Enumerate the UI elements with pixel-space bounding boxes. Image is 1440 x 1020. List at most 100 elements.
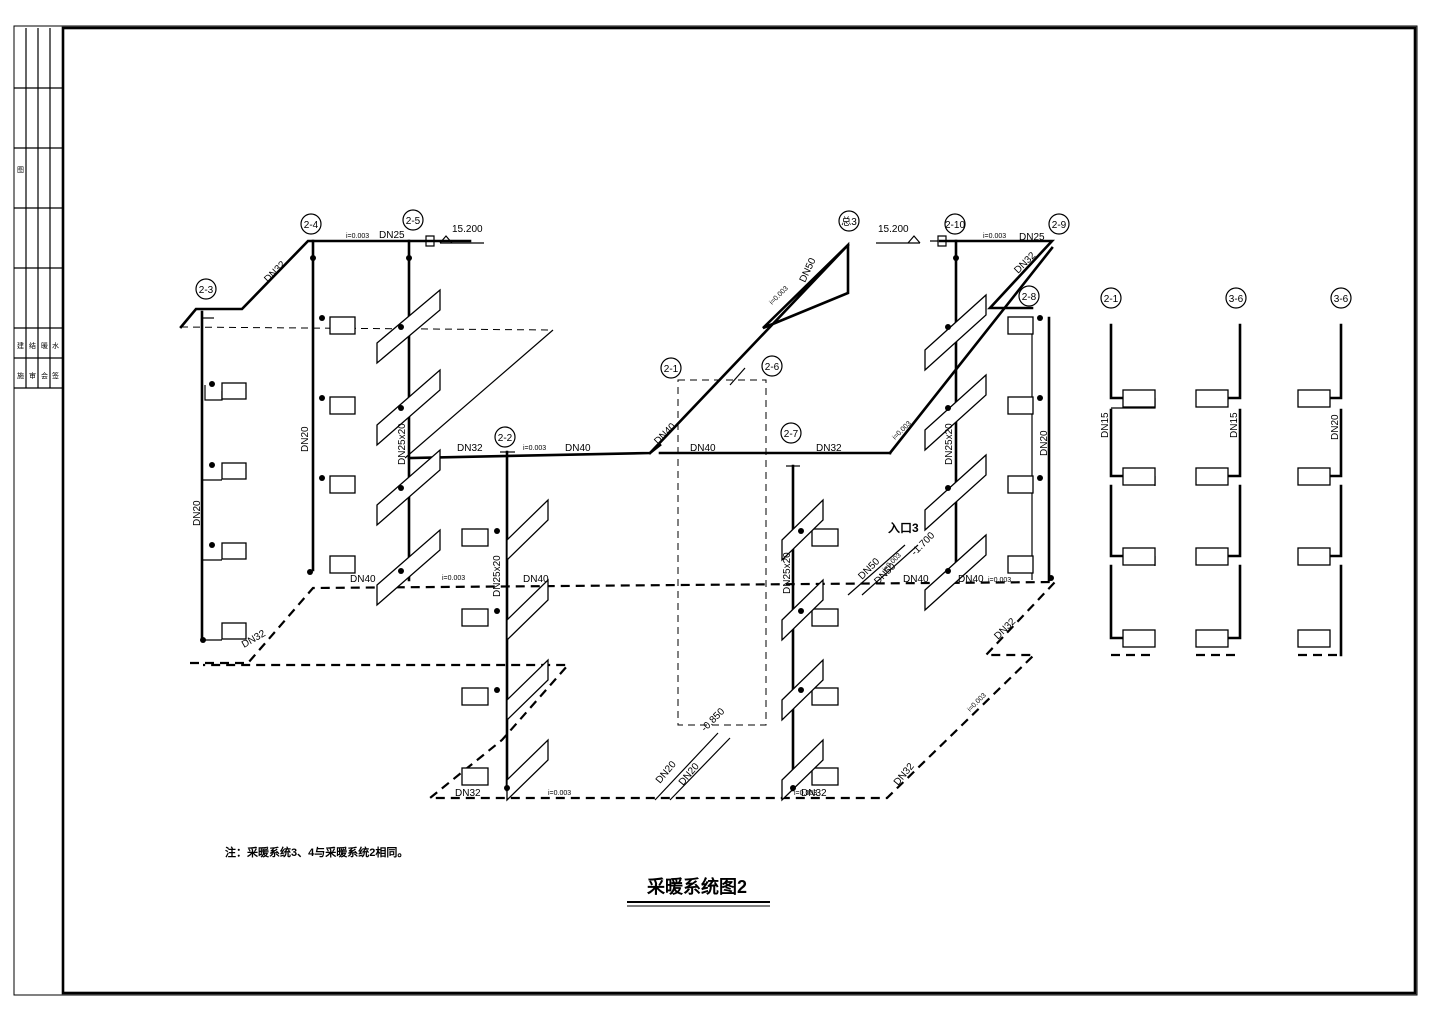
- pipe-size: DN25: [1019, 232, 1045, 243]
- riser-label: 2-7: [784, 429, 799, 440]
- radiator: [1007, 475, 1034, 494]
- drawing-title: 采暖系统图2: [646, 876, 747, 897]
- elevation-label: 15.200: [452, 224, 483, 235]
- pipe-size: DN25x20: [397, 423, 408, 465]
- pipe-size: DN40: [523, 574, 549, 585]
- riser-tag: [1048, 213, 1070, 235]
- riser-tag: [300, 213, 322, 235]
- radiator: [1007, 396, 1034, 415]
- riser-tag: [402, 209, 424, 231]
- title-block: 图 建 结 暖 水 施 审 会 签: [14, 28, 63, 389]
- radiator: [221, 542, 247, 560]
- radiator: [1195, 389, 1229, 408]
- radiator: [1122, 389, 1156, 408]
- title-block-cell: 结: [29, 341, 36, 350]
- riser-label: 2-8: [1022, 292, 1037, 303]
- radiator: [329, 316, 356, 335]
- riser-tag: [1100, 287, 1122, 309]
- riser-tag: [780, 422, 802, 444]
- radiator: [461, 687, 489, 706]
- slope-label: i=0.003: [794, 790, 817, 797]
- radiator: [1122, 547, 1156, 566]
- pipe-size: DN20: [677, 761, 702, 788]
- radiator: [1297, 547, 1331, 566]
- radiator: [329, 555, 356, 574]
- slope-label: i=0.003: [442, 575, 465, 582]
- slope-label: i=0.003: [346, 233, 369, 240]
- slope-label: i=0.003: [548, 790, 571, 797]
- radiator: [1297, 629, 1331, 648]
- pipe-size: DN25x20: [782, 552, 793, 594]
- radiator: [461, 767, 489, 786]
- riser-tag: [1018, 285, 1040, 307]
- inlet-label: 入口3: [888, 521, 919, 535]
- pipe-size: DN20: [1330, 414, 1341, 440]
- pipe-size: DN25: [379, 230, 405, 241]
- riser-label: 2-4: [304, 220, 319, 231]
- radiator: [221, 462, 247, 480]
- riser-label: 2-1: [664, 364, 679, 375]
- riser-label: 2-2: [498, 433, 513, 444]
- riser-tags: [195, 209, 1352, 448]
- radiator: [1297, 467, 1331, 486]
- title-block-cell: 签: [52, 371, 59, 380]
- central-shaft: [648, 241, 1054, 801]
- title-block-cell: 水: [52, 341, 59, 350]
- pipe-size: DN25x20: [944, 423, 955, 465]
- radiator: [1122, 629, 1156, 648]
- elevation-markers: [418, 235, 947, 247]
- drawing-frame: [61, 26, 1417, 995]
- riser-2-4-radiators: [307, 255, 356, 575]
- radiator: [1195, 467, 1229, 486]
- radiator: [811, 767, 839, 786]
- slope-label: i=0.003: [988, 577, 1011, 584]
- radiator: [811, 528, 839, 547]
- title-block-cell: 审: [29, 371, 36, 380]
- slope-label: i=0.003: [983, 233, 1006, 240]
- riser-2-7: [781, 464, 839, 802]
- riser-tag: [195, 278, 217, 300]
- pipe-size: DN15: [1100, 412, 1111, 438]
- riser-label: 2-1: [1104, 294, 1119, 305]
- radiator: [811, 608, 839, 627]
- pipe-size: DN32: [1012, 250, 1038, 276]
- radiator: [1007, 316, 1034, 335]
- right-wing: [847, 239, 1055, 612]
- title-block-cell: 建: [17, 341, 24, 350]
- slope-labels: i=0.003 i=0.003 i=0.003 i=0.003 i=0.003 …: [346, 233, 1011, 797]
- riser-tag: [660, 357, 682, 379]
- riser-2-2: [461, 450, 549, 802]
- pipe-size: DN40: [903, 574, 929, 585]
- riser-label: 2-6: [765, 362, 780, 373]
- pipe-size: DN40: [565, 443, 591, 454]
- title-block-cell: 暖: [41, 342, 48, 350]
- pipe-size: DN32: [262, 259, 288, 285]
- radiator: [221, 622, 247, 640]
- radiator: [329, 475, 356, 494]
- riser-label: 3-6: [1334, 294, 1349, 305]
- pipe-size: DN32: [455, 788, 481, 799]
- riser-label: 2-3: [199, 285, 214, 296]
- riser-2-3-radiators: [200, 317, 247, 643]
- riser-label: 2-5: [406, 216, 421, 227]
- riser-tag: [1330, 287, 1352, 309]
- outer-border: [13, 25, 1418, 996]
- radiator: [1297, 389, 1331, 408]
- radiator: [461, 528, 489, 547]
- riser-tag: [494, 426, 516, 448]
- pipe-size: DN32: [816, 443, 842, 454]
- pipe-size: DN32: [992, 616, 1018, 642]
- radiator: [461, 608, 489, 627]
- pipe-size: DN40: [958, 574, 984, 585]
- pipe-size: DN20: [654, 759, 679, 786]
- radiator: [1195, 547, 1229, 566]
- radiator: [221, 382, 247, 400]
- riser-label: 总3: [841, 215, 857, 228]
- elevation-label: -0.850: [699, 706, 727, 734]
- pipe-size: DN40: [652, 421, 678, 447]
- radiator: [1195, 629, 1229, 648]
- title-block-cell: 图: [17, 166, 24, 174]
- radiator: [329, 396, 356, 415]
- pipe-size: DN25x20: [492, 555, 503, 597]
